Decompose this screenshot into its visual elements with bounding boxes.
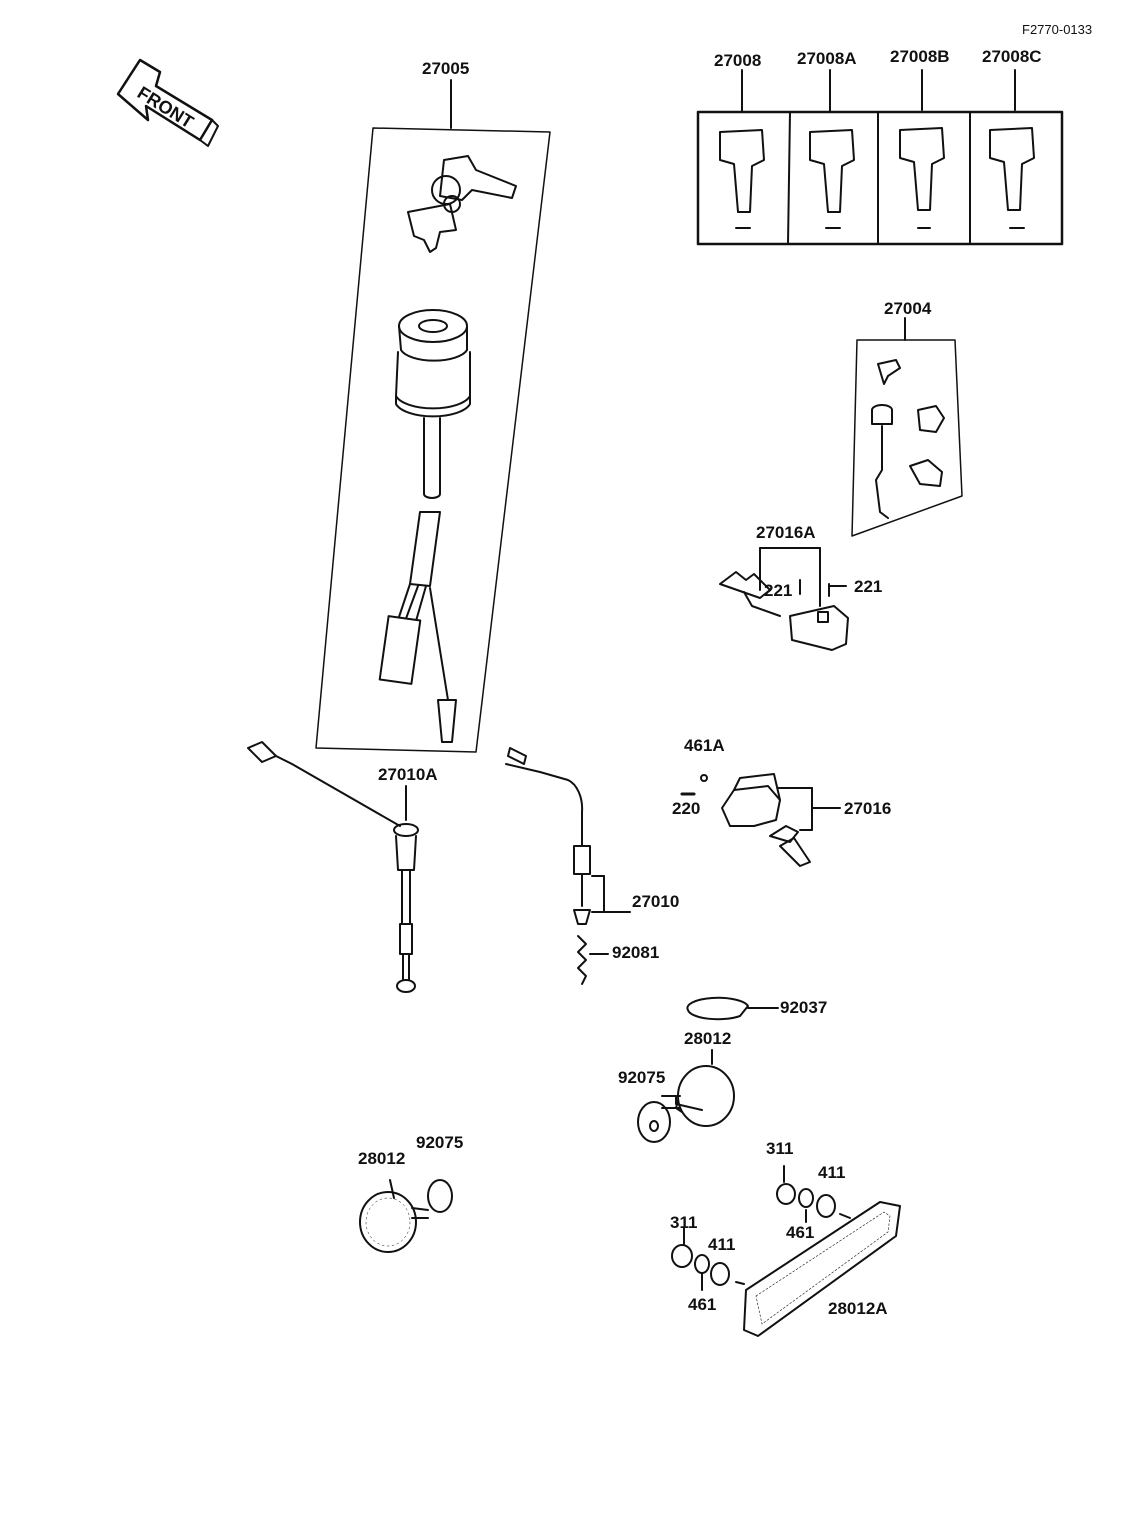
- nut-icon: [671, 1244, 693, 1268]
- nut-icon: [776, 1183, 796, 1205]
- washer-icon: [694, 1254, 710, 1274]
- part-label-28012: 28012: [358, 1149, 406, 1168]
- washer-icon: [710, 1262, 730, 1286]
- part-label-27008A: 27008A: [797, 49, 857, 68]
- reflector-round-left: [359, 1179, 453, 1253]
- part-label-27016A: 27016A: [756, 523, 816, 542]
- part-label-311: 311: [766, 1139, 794, 1158]
- small-key-icon: [779, 837, 811, 867]
- part-label-92081: 92081: [612, 943, 660, 962]
- small-cylinder-icon: [871, 404, 893, 425]
- key-blank-cards: [696, 69, 1064, 246]
- key-icon: [407, 155, 517, 253]
- part-label-311: 311: [670, 1213, 698, 1232]
- spring-icon: [577, 935, 587, 985]
- part-label-27004: 27004: [884, 299, 932, 318]
- part-label-461: 461: [688, 1295, 717, 1314]
- small-key-icon: [877, 359, 901, 385]
- part-label-28012: 28012: [684, 1029, 732, 1048]
- small-cap-icon: [909, 459, 943, 487]
- key-blank-icon: [899, 127, 945, 211]
- part-label-221: 221: [854, 577, 883, 596]
- part-label-27005: 27005: [422, 59, 470, 78]
- lock-body-icon: [721, 785, 781, 827]
- reflector-round-right: [637, 1049, 735, 1143]
- washer-icon: [637, 1101, 671, 1143]
- key-blank-icon: [989, 127, 1035, 211]
- cable-27010: [505, 747, 631, 985]
- lock-body-icon: [789, 605, 849, 651]
- washer-icon: [816, 1194, 836, 1218]
- washer-icon: [798, 1188, 814, 1208]
- reflector-rectangular: [671, 1165, 901, 1337]
- part-label-27008C: 27008C: [982, 47, 1042, 66]
- figure-code: F2770-0133: [1022, 22, 1093, 37]
- ignition-switch-set-27005: [315, 79, 551, 753]
- part-label-27008: 27008: [714, 51, 762, 70]
- washer-icon: [427, 1179, 453, 1213]
- clip-icon: [686, 996, 749, 1021]
- part-label-461: 461: [786, 1223, 815, 1242]
- wire-harness-icon: [378, 511, 457, 743]
- ignition-cylinder-icon: [395, 309, 471, 499]
- small-cap-icon: [917, 405, 945, 433]
- front-arrow-icon: FRONT: [116, 58, 219, 147]
- lock-assembly-27016: [680, 773, 841, 867]
- lock-set-27004: [851, 317, 963, 537]
- part-label-411: 411: [818, 1163, 846, 1182]
- cable-27010A: [247, 741, 419, 993]
- connector-icon: [247, 741, 277, 763]
- part-label-461A: 461A: [684, 736, 725, 755]
- connector-icon: [507, 747, 527, 765]
- part-label-27010A: 27010A: [378, 765, 438, 784]
- part-label-28012A: 28012A: [828, 1299, 888, 1318]
- part-label-27016: 27016: [844, 799, 892, 818]
- part-label-92075: 92075: [416, 1133, 464, 1152]
- small-key-icon: [769, 825, 799, 843]
- key-blank-icon: [719, 129, 765, 213]
- part-label-220: 220: [672, 799, 701, 818]
- part-label-221: 221: [764, 581, 793, 600]
- part-label-92037: 92037: [780, 998, 828, 1017]
- part-label-27008B: 27008B: [890, 47, 950, 66]
- lock-assembly-27016A: [719, 547, 849, 651]
- key-blank-icon: [809, 129, 855, 213]
- part-label-92075: 92075: [618, 1068, 666, 1087]
- small-key-icon: [719, 571, 771, 599]
- part-label-27010: 27010: [632, 892, 680, 911]
- part-label-411: 411: [708, 1235, 736, 1254]
